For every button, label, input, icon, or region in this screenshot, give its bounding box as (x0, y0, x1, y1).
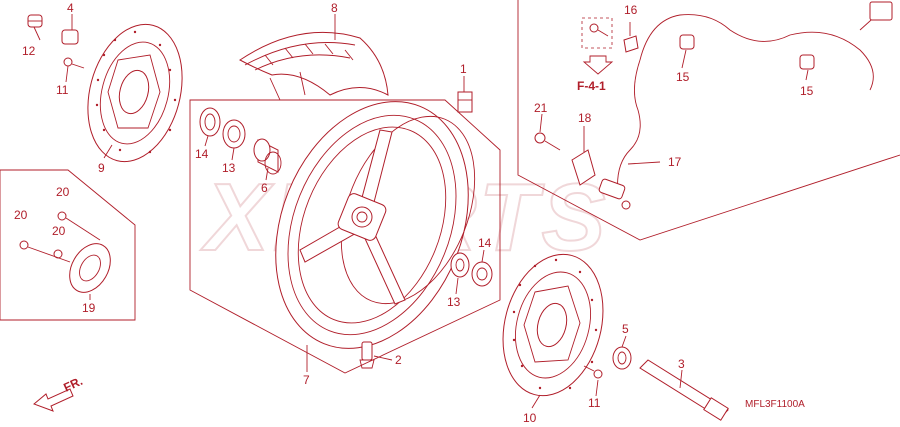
clamp-16 (623, 35, 639, 53)
bolt-21 (534, 132, 561, 151)
wheel-rim-part (275, 101, 476, 349)
callout-21: 21 (534, 101, 548, 115)
callout-20-top: 20 (56, 185, 70, 199)
valve-part (359, 341, 375, 369)
left-bearing-14 (199, 107, 221, 137)
wire-clamps-15 (679, 34, 815, 70)
callout-11-left: 11 (56, 83, 69, 97)
callout-2: 2 (395, 353, 402, 367)
wheel-assembly-frame (189, 99, 501, 374)
callout-12: 12 (22, 44, 36, 58)
callout-5: 5 (622, 322, 629, 336)
callout-17: 17 (668, 155, 682, 169)
callout-16: 16 (624, 3, 638, 17)
callout-1: 1 (460, 62, 467, 76)
callout-15-right: 15 (800, 84, 814, 98)
left-dust-seal-13 (222, 119, 246, 149)
ref-arrow (582, 55, 614, 75)
axle-3 (639, 359, 729, 421)
callout-4: 4 (67, 1, 74, 15)
callout-6: 6 (261, 181, 268, 195)
sensor-frame (517, 0, 900, 241)
callout-20-mid: 20 (52, 224, 66, 238)
ref-figure-label: F-4-1 (577, 79, 606, 93)
callout-labels: 1 2 3 4 5 6 7 8 9 10 11 11 12 13 13 14 1… (14, 1, 814, 425)
left-hub-frame (0, 169, 136, 321)
front-direction-arrow: FR. (33, 374, 85, 412)
sensor-bracket-18 (571, 149, 596, 186)
part-code: MFL3F1100A (745, 399, 805, 410)
distance-collar-6 (253, 138, 282, 175)
disc-bolt-11-left (63, 57, 85, 69)
sensor-connector (869, 1, 893, 21)
callout-14-left: 14 (195, 147, 209, 161)
left-brake-disc-part (87, 23, 183, 163)
collar-5 (612, 346, 632, 370)
tire-part (239, 31, 389, 101)
callout-13-right: 13 (447, 295, 461, 309)
callout-13-left: 13 (222, 161, 236, 175)
direction-label: FR. (61, 374, 84, 395)
callout-8: 8 (331, 1, 338, 15)
callout-20-left: 20 (14, 208, 28, 222)
callout-11-right: 11 (588, 396, 601, 410)
callout-19: 19 (82, 301, 96, 315)
disc-bolt-11-right (583, 365, 603, 379)
balance-weight-part (457, 91, 473, 113)
right-dust-seal-14 (471, 261, 493, 287)
nut-12 (27, 14, 43, 28)
collar-4 (61, 29, 79, 45)
right-bearing-13 (450, 252, 470, 278)
bolt-16-ref (581, 17, 613, 49)
callout-15-left: 15 (676, 70, 690, 84)
callout-14-right: 14 (478, 236, 492, 250)
callout-9: 9 (98, 161, 105, 175)
callout-3: 3 (678, 357, 685, 371)
sensor-head-17 (598, 178, 631, 210)
pulser-ring-19 (69, 243, 111, 293)
sensor-wire (617, 11, 881, 196)
bolts-20 (19, 211, 101, 263)
callout-18: 18 (578, 111, 592, 125)
right-brake-disc-part (502, 253, 604, 397)
callout-10: 10 (523, 411, 537, 425)
leader-lines (33, 14, 809, 409)
callout-7: 7 (303, 373, 310, 387)
